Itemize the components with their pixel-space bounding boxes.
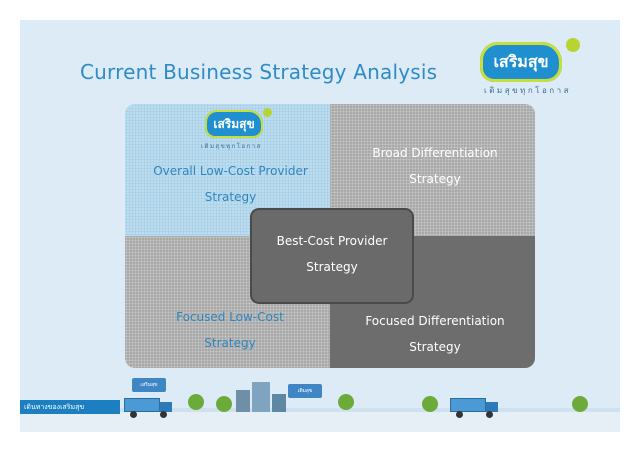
- quadrant-logo-tagline: เติมสุขทุกโอกาส: [201, 143, 262, 150]
- tree-icon: [422, 396, 438, 412]
- quadrant-logo-dot-icon: [263, 108, 272, 117]
- slide-title: Current Business Strategy Analysis: [80, 60, 438, 84]
- tree-icon: [338, 394, 354, 410]
- overall-low-cost-line1: Overall Low-Cost Provider: [153, 164, 308, 178]
- overall-low-cost-label: Overall Low-Cost Provider Strategy: [143, 158, 318, 210]
- focused-low-cost-line1: Focused Low-Cost: [176, 310, 284, 324]
- focused-differentiation-line1: Focused Differentiation: [365, 314, 505, 328]
- strategy-matrix: เสริมสุข เติมสุขทุกโอกาส Overall Low-Cos…: [125, 104, 535, 368]
- tree-icon: [572, 396, 588, 412]
- best-cost-line1: Best-Cost Provider: [276, 234, 388, 248]
- building-icon: [252, 382, 270, 412]
- logo-dot-icon: [566, 38, 580, 52]
- road-band: [20, 412, 620, 432]
- quadrant-logo-wordmark: เสริมสุข: [205, 110, 263, 138]
- brand-logo-tagline: เติมสุขทุกโอกาส: [484, 86, 571, 95]
- broad-differentiation-line2: Strategy: [409, 172, 461, 186]
- building-icon: [236, 390, 250, 412]
- quadrant-logo: เสริมสุข เติมสุขทุกโอกาส: [197, 108, 277, 156]
- road-scene-illustration: เดินทางของเสริมสุข เสริมสุข เติมสุข: [20, 368, 620, 432]
- best-cost-provider-box: Best-Cost Provider Strategy: [250, 208, 414, 304]
- billboard-left: เสริมสุข: [132, 378, 166, 392]
- tree-icon: [188, 394, 204, 410]
- brand-logo: เสริมสุข เติมสุขทุกโอกาส: [480, 38, 600, 96]
- road-sign: เดินทางของเสริมสุข: [20, 400, 120, 414]
- billboard-right: เติมสุข: [288, 384, 322, 398]
- building-icon: [272, 394, 286, 412]
- focused-low-cost-line2: Strategy: [204, 336, 256, 350]
- brand-logo-wordmark: เสริมสุข: [480, 42, 562, 82]
- overall-low-cost-line2: Strategy: [204, 190, 257, 204]
- focused-low-cost-label: Focused Low-Cost Strategy: [165, 304, 295, 356]
- best-cost-line2: Strategy: [306, 260, 358, 274]
- quadrant-top-left: เสริมสุข เติมสุขทุกโอกาส: [125, 104, 330, 236]
- truck-icon: [450, 398, 500, 418]
- broad-differentiation-label: Broad Differentiation Strategy: [355, 140, 515, 192]
- tree-icon: [216, 396, 232, 412]
- slide: Current Business Strategy Analysis เสริม…: [20, 20, 620, 432]
- truck-icon: [124, 398, 174, 418]
- focused-differentiation-line2: Strategy: [409, 340, 461, 354]
- broad-differentiation-line1: Broad Differentiation: [372, 146, 498, 160]
- focused-differentiation-label: Focused Differentiation Strategy: [355, 308, 515, 360]
